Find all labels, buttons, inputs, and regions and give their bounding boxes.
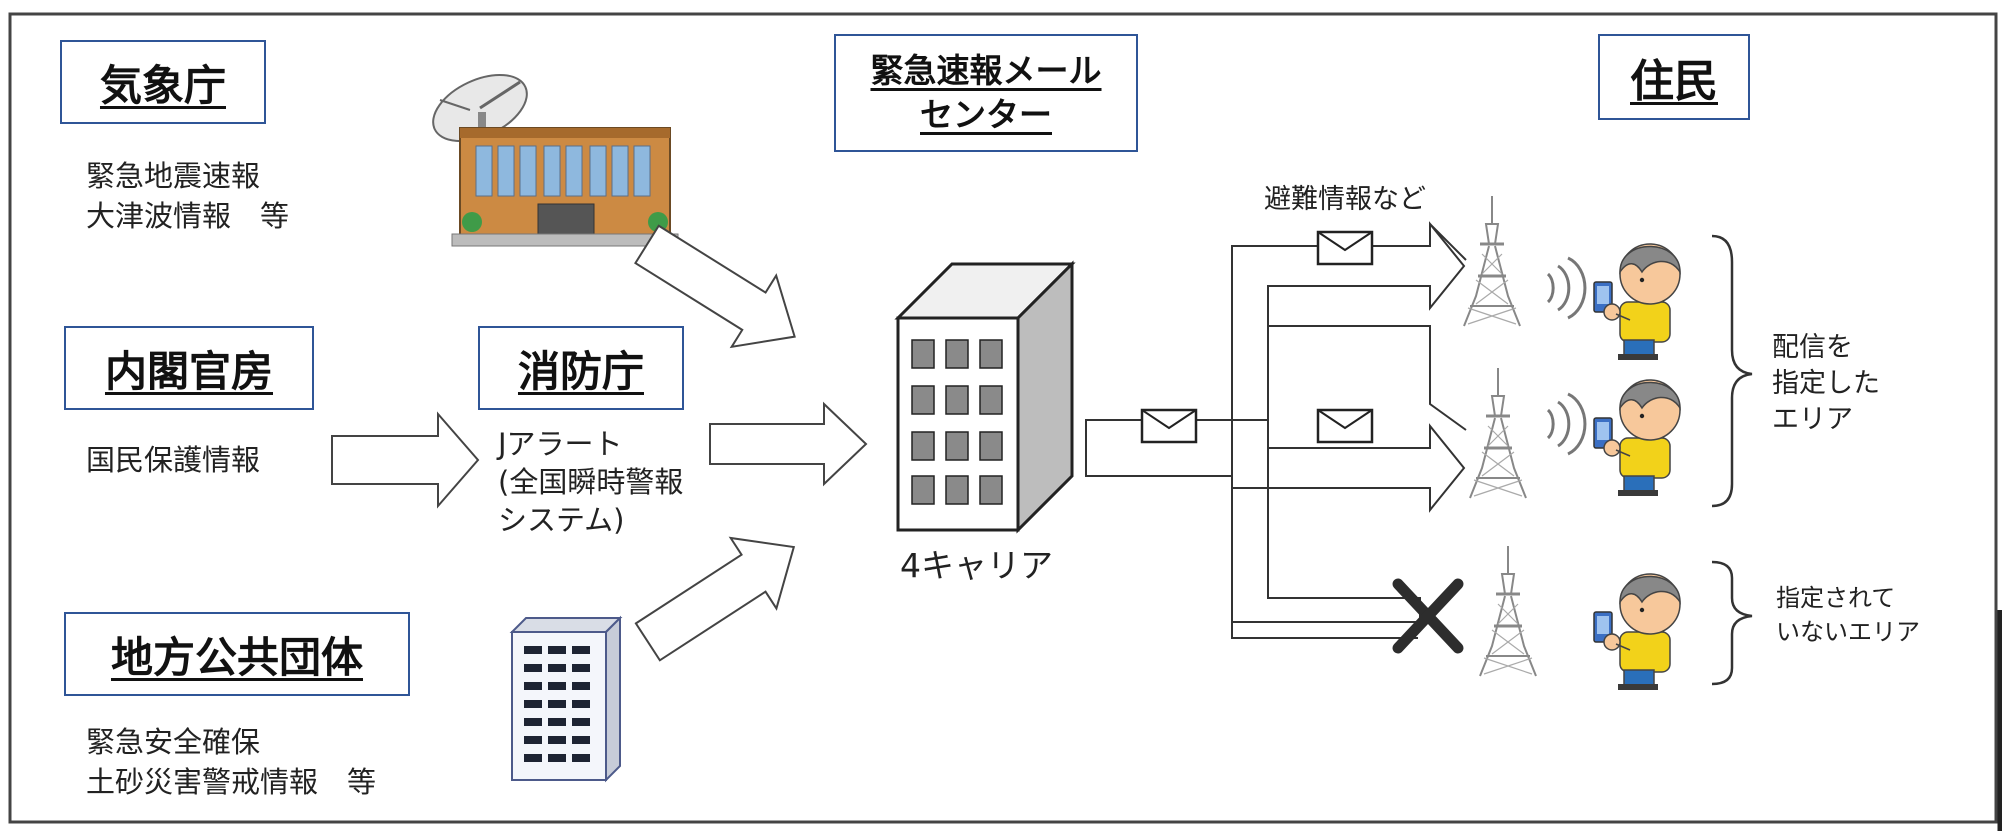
fdma-title: 消防庁 bbox=[517, 346, 644, 396]
jma-building-icon bbox=[432, 73, 679, 247]
outer-frame bbox=[8, 12, 1998, 824]
designated-line-3: エリア bbox=[1772, 404, 1853, 435]
tower-icon bbox=[1462, 194, 1522, 328]
distribution-arrows bbox=[1085, 221, 1467, 639]
local-government-line-1: 緊急安全確保 bbox=[86, 725, 261, 759]
jma-title: 気象庁 bbox=[99, 60, 226, 110]
fdma-line-3: システム) bbox=[498, 503, 625, 537]
signal-waves-icon bbox=[1546, 392, 1587, 456]
blocked-x-icon bbox=[1392, 578, 1464, 654]
flow-arrows bbox=[331, 224, 868, 662]
designated-line-2: 指定した bbox=[1772, 368, 1880, 399]
undesignated-line-2: いないエリア bbox=[1776, 618, 1920, 646]
arrow-localgov-to-center bbox=[634, 536, 796, 662]
center-title-line-2: センター bbox=[920, 95, 1052, 134]
jma-line-1: 緊急地震速報 bbox=[86, 159, 261, 193]
center-box: 緊急速報メール センター bbox=[834, 34, 1138, 152]
local-government-line-2: 土砂災害警戒情報 等 bbox=[86, 765, 377, 799]
carrier-building-icon bbox=[894, 260, 1076, 534]
cabinet-box: 内閣官房 bbox=[64, 326, 314, 410]
designated-line-1: 配信を bbox=[1772, 332, 1853, 363]
message-label: 避難情報など bbox=[1264, 184, 1426, 215]
brace-undesignated bbox=[1711, 560, 1753, 686]
brace-designated bbox=[1711, 234, 1753, 508]
envelope-icon bbox=[1316, 408, 1374, 444]
fdma-box: 消防庁 bbox=[478, 326, 684, 410]
residents-box: 住民 bbox=[1598, 34, 1750, 120]
envelope-icon bbox=[1140, 408, 1198, 444]
resident-person-icon bbox=[1593, 243, 1681, 361]
arrow-cabinet-to-fdma bbox=[331, 411, 480, 509]
local-government-box: 地方公共団体 bbox=[64, 612, 410, 696]
local-government-title: 地方公共団体 bbox=[110, 632, 363, 682]
cabinet-title: 内閣官房 bbox=[104, 346, 273, 396]
arrow-middle bbox=[1267, 423, 1466, 513]
fdma-line-1: Jアラート bbox=[498, 427, 623, 461]
arrow-top bbox=[1231, 221, 1466, 421]
resident-person-icon bbox=[1593, 573, 1681, 691]
jma-line-2: 大津波情報 等 bbox=[86, 199, 290, 233]
jma-box: 気象庁 bbox=[60, 40, 266, 124]
envelope-icon bbox=[1316, 230, 1374, 266]
arrow-fdma-to-center bbox=[709, 401, 868, 487]
tower-icon bbox=[1478, 544, 1538, 678]
residents-title: 住民 bbox=[1630, 56, 1718, 107]
undesignated-line-1: 指定されて bbox=[1776, 584, 1896, 612]
resident-person-icon bbox=[1593, 379, 1681, 497]
arrow-bottom bbox=[1085, 419, 1421, 623]
cabinet-text: 国民保護情報 bbox=[86, 443, 261, 477]
arrow-jma-to-center bbox=[634, 224, 796, 349]
center-title-line-1: 緊急速報メール bbox=[870, 51, 1102, 90]
local-government-building-icon bbox=[509, 615, 623, 783]
signal-waves-icon bbox=[1546, 256, 1587, 320]
fdma-line-2: (全国瞬時警報 bbox=[498, 465, 684, 499]
carrier-caption: 4キャリア bbox=[900, 546, 1053, 585]
tower-icon bbox=[1468, 366, 1528, 500]
